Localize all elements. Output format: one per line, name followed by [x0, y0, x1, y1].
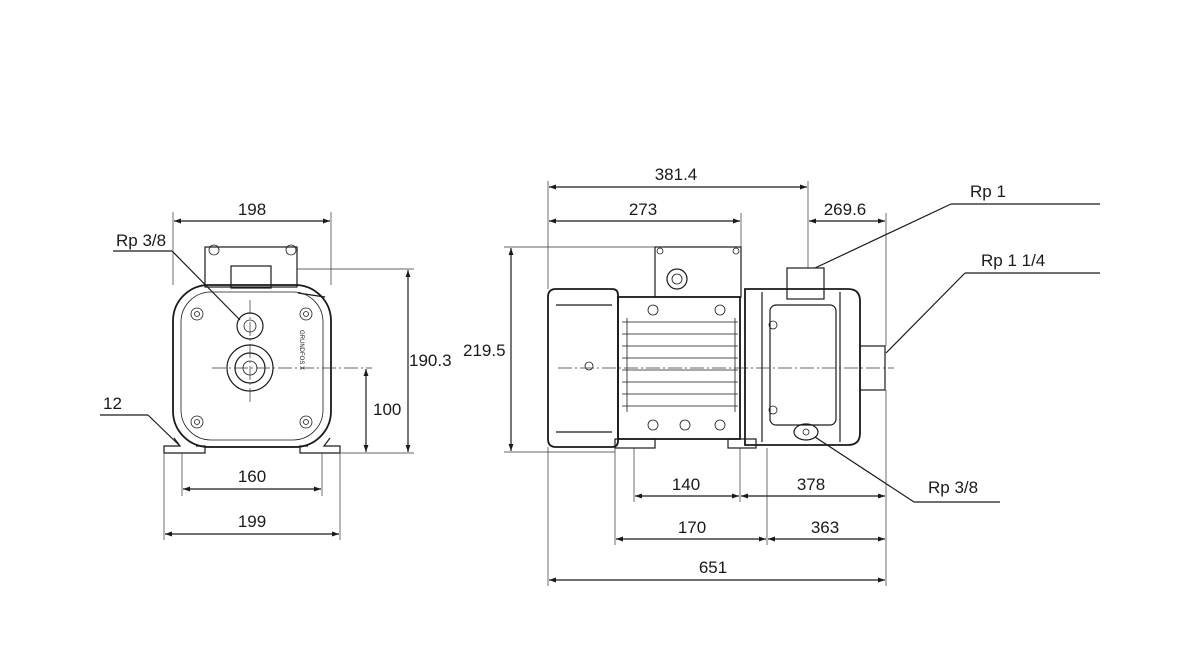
label-outlet: Rp 1 [970, 182, 1006, 201]
label-drain-plug-front: Rp 3/8 [116, 231, 166, 250]
dim-height-side: 219.5 [463, 341, 506, 360]
side-view: 381.4 273 269.6 Rp 1 Rp 1 1/4 Rp 3/8 219… [463, 165, 1100, 586]
dim-foot-width: 199 [238, 512, 266, 531]
front-bolt-holes [190, 307, 313, 429]
logo-text: GRUNDFOS X [298, 330, 304, 370]
side-outlet [786, 267, 825, 300]
label-inlet: Rp 1 1/4 [981, 251, 1045, 270]
motor-fins [622, 318, 738, 412]
dim-pump-b: 363 [811, 518, 839, 537]
dim-height-total: 190.3 [409, 351, 452, 370]
dim-foot-thickness: 12 [103, 394, 122, 413]
dim-pump-a: 378 [797, 475, 825, 494]
dim-foot-b: 170 [678, 518, 706, 537]
dim-overall-top: 381.4 [655, 165, 698, 184]
label-drain-side: Rp 3/8 [928, 478, 978, 497]
dim-width-top: 198 [238, 200, 266, 219]
dim-outlet-offset: 269.6 [824, 200, 867, 219]
side-drain [793, 423, 819, 441]
dim-motor-top: 273 [629, 200, 657, 219]
dim-foot-a: 140 [672, 475, 700, 494]
front-view: GRUNDFOS X 198 Rp 3/8 190.3 100 12 [100, 200, 452, 540]
dim-foot-hole-spacing: 160 [238, 467, 266, 486]
dim-overall-length: 651 [699, 558, 727, 577]
dim-center-height: 100 [373, 400, 401, 419]
